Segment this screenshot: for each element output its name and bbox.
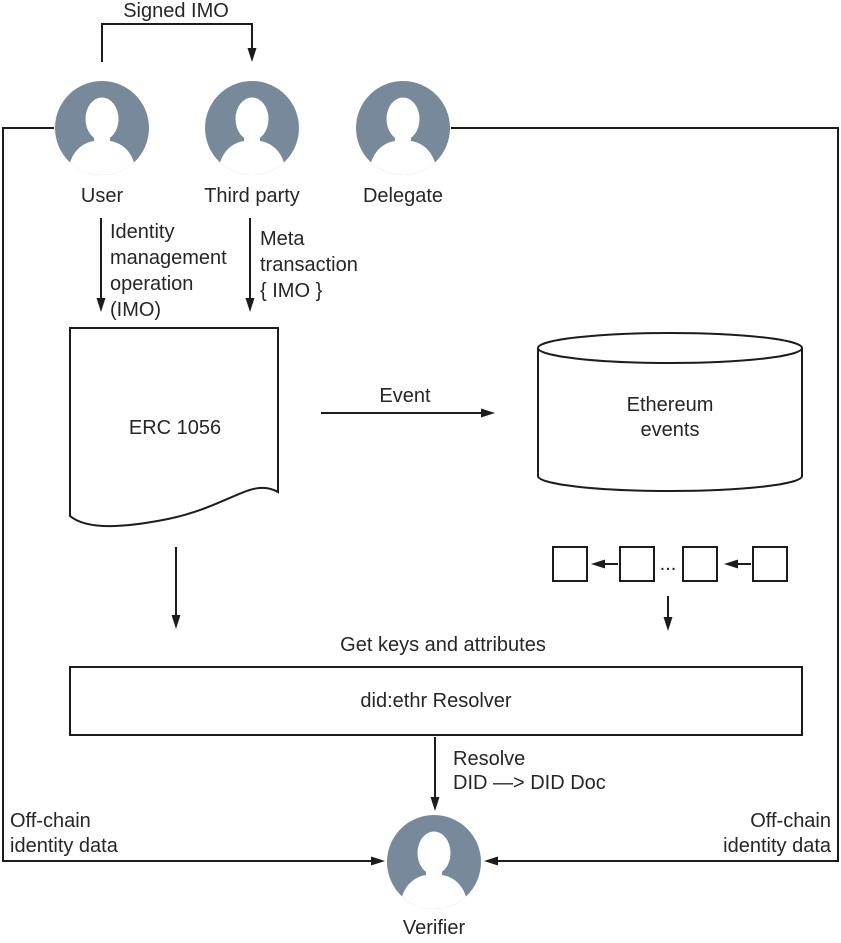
resolve-arrow [430, 737, 440, 811]
block-link-arrow [724, 559, 751, 569]
event-label: Event [379, 385, 431, 407]
user-label: User [80, 185, 124, 207]
chain-ellipsis-label: ... [659, 553, 677, 575]
delegate-avatar-icon [356, 81, 450, 177]
signed-imo-arrow [101, 23, 257, 62]
imo-arrow [96, 218, 106, 312]
user-to-verifier-line [2, 127, 385, 866]
third-party-label: Third party [204, 185, 300, 207]
erc1056-document [69, 327, 279, 528]
meta-transaction-label: Meta transaction { IMO } [260, 228, 358, 302]
signed-imo-label: Signed IMO [123, 0, 229, 22]
block-link-arrow [591, 559, 618, 569]
chain-to-resolver-arrow [663, 596, 673, 631]
document-to-resolver-arrow [171, 547, 181, 629]
blockchain-blocks [552, 546, 788, 631]
erc1056-label: ERC 1056 [128, 417, 222, 439]
resolver-box [69, 666, 803, 736]
resolve-did-label: Resolve DID —> DID Doc [453, 748, 606, 794]
ethereum-events-cylinder [537, 332, 803, 492]
delegate-label: Delegate [362, 185, 444, 207]
user-avatar-icon [55, 81, 149, 177]
get-keys-label: Get keys and attributes [340, 634, 546, 656]
ethereum-events-label: Ethereum events [626, 394, 714, 441]
verifier-avatar-icon [387, 815, 481, 911]
meta-transaction-arrow [245, 218, 255, 312]
verifier-label: Verifier [402, 917, 466, 939]
offchain-identity-data-right-label: Off-chain identity data [723, 810, 831, 857]
event-arrow [321, 408, 495, 418]
offchain-identity-data-left-label: Off-chain identity data [10, 810, 118, 857]
third-party-avatar-icon [205, 81, 299, 177]
identity-management-operation-label: Identity management operation (IMO) [110, 221, 227, 321]
delegate-to-verifier-line [451, 127, 839, 866]
resolver-label: did:ethr Resolver [360, 690, 512, 712]
